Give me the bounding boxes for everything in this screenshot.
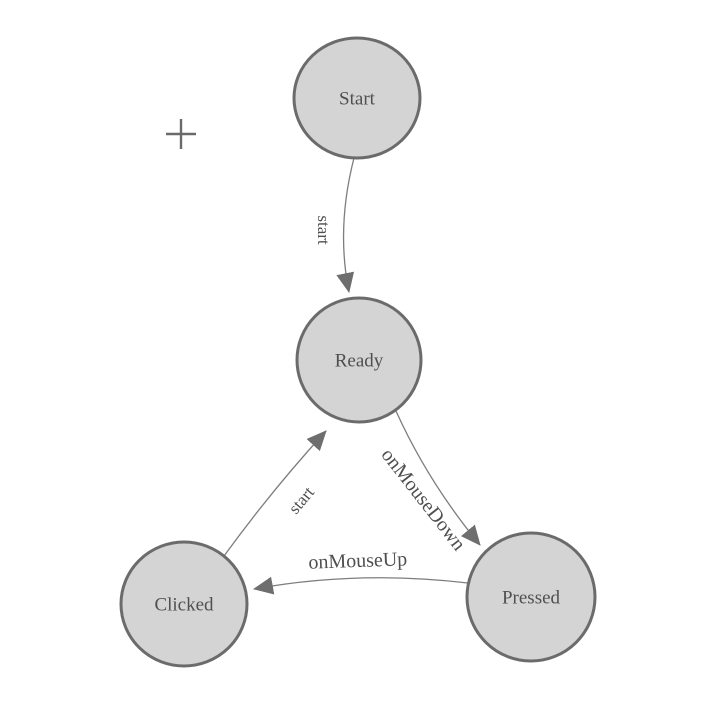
state-node-start[interactable]: Start <box>292 36 422 160</box>
plus-icon[interactable] <box>166 119 196 149</box>
edge-clicked-to-ready[interactable]: start <box>223 430 327 557</box>
edge-label-start-to-ready: start <box>314 215 333 245</box>
state-circle[interactable] <box>295 296 423 424</box>
edge-line[interactable] <box>395 410 481 546</box>
state-circle[interactable] <box>465 531 597 663</box>
edge-line[interactable] <box>253 576 469 595</box>
state-circle[interactable] <box>292 36 422 160</box>
edge-line[interactable] <box>336 157 355 293</box>
state-node-clicked[interactable]: Clicked <box>119 540 249 668</box>
edge-label-pressed-to-clicked: onMouseUp <box>308 548 408 573</box>
state-label-pressed: Pressed <box>502 588 561 609</box>
edge-line[interactable] <box>223 430 327 557</box>
edge-pressed-to-clicked[interactable]: onMouseUp <box>253 548 469 595</box>
state-label-ready: Ready <box>335 351 384 372</box>
edge-label-clicked-to-ready: start <box>285 483 319 518</box>
edge-label-ready-to-pressed: onMouseDown <box>377 444 470 555</box>
state-node-pressed[interactable]: Pressed <box>465 531 597 663</box>
state-circle[interactable] <box>119 540 249 668</box>
state-label-clicked: Clicked <box>154 595 214 616</box>
edge-ready-to-pressed[interactable]: onMouseDown <box>377 410 481 555</box>
state-label-start: Start <box>339 89 376 110</box>
edge-start-to-ready[interactable]: start <box>314 157 355 293</box>
state-node-ready[interactable]: Ready <box>295 296 423 424</box>
